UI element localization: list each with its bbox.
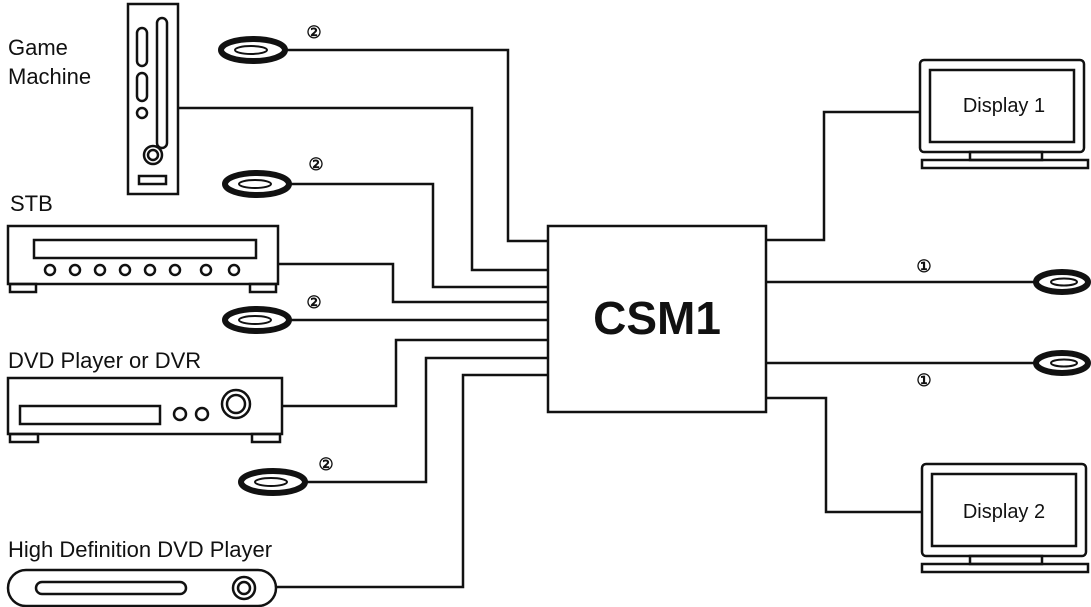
emitter-marker-1: ①	[916, 257, 931, 276]
display1-label: Display 1	[963, 95, 1045, 117]
emitter-marker-2: ①	[916, 371, 931, 390]
stb-icon	[6, 224, 280, 294]
display2-icon	[920, 462, 1090, 574]
hd-dvd-player: High Definition DVD Player	[6, 537, 278, 607]
ir-emitter-1: ①	[916, 257, 1091, 295]
line-sensor4-to-hub	[305, 356, 548, 484]
ir-sensor-1: ②	[218, 23, 322, 64]
display1-icon	[918, 58, 1090, 170]
line-hd-dvd-to-hub	[276, 373, 548, 589]
stb: STB	[6, 191, 280, 294]
line-hub-to-display2	[766, 396, 922, 514]
line-stb-to-hub	[278, 262, 548, 304]
line-sensor1-to-hub	[287, 48, 548, 243]
line-sensor2-to-hub	[289, 182, 548, 289]
hd-dvd-icon	[6, 568, 278, 607]
dvd-icon	[6, 376, 284, 444]
sensor-marker-1: ②	[306, 23, 321, 42]
game-machine: Game Machine	[8, 2, 180, 196]
display2-label: Display 2	[963, 501, 1045, 523]
dvd-player: DVD Player or DVR	[6, 348, 284, 444]
ir-sensor-4: ②	[238, 455, 334, 496]
hd-dvd-label: High Definition DVD Player	[8, 537, 272, 562]
sensor-marker-4: ②	[318, 455, 333, 474]
connection-lines	[178, 48, 1034, 589]
sensor-marker-2: ②	[308, 155, 323, 174]
display-1: Display 1	[918, 58, 1090, 170]
game-machine-label-line1: Game	[8, 35, 68, 60]
csm1-hub: CSM1	[546, 224, 768, 414]
stb-label: STB	[10, 191, 53, 216]
game-machine-icon	[126, 2, 180, 196]
hub-label: CSM1	[593, 292, 721, 344]
ir-sensor-3: ②	[222, 293, 322, 334]
display-2: Display 2	[920, 462, 1090, 574]
ir-sensor-2: ②	[222, 155, 324, 198]
game-machine-label-line2: Machine	[8, 64, 91, 89]
line-dvd-to-hub	[282, 338, 548, 408]
ir-emitter-2: ①	[916, 350, 1091, 390]
line-game-machine-to-hub	[178, 106, 548, 272]
dvd-label: DVD Player or DVR	[8, 348, 201, 373]
sensor-marker-3: ②	[306, 293, 321, 312]
line-hub-to-display1	[766, 110, 920, 242]
